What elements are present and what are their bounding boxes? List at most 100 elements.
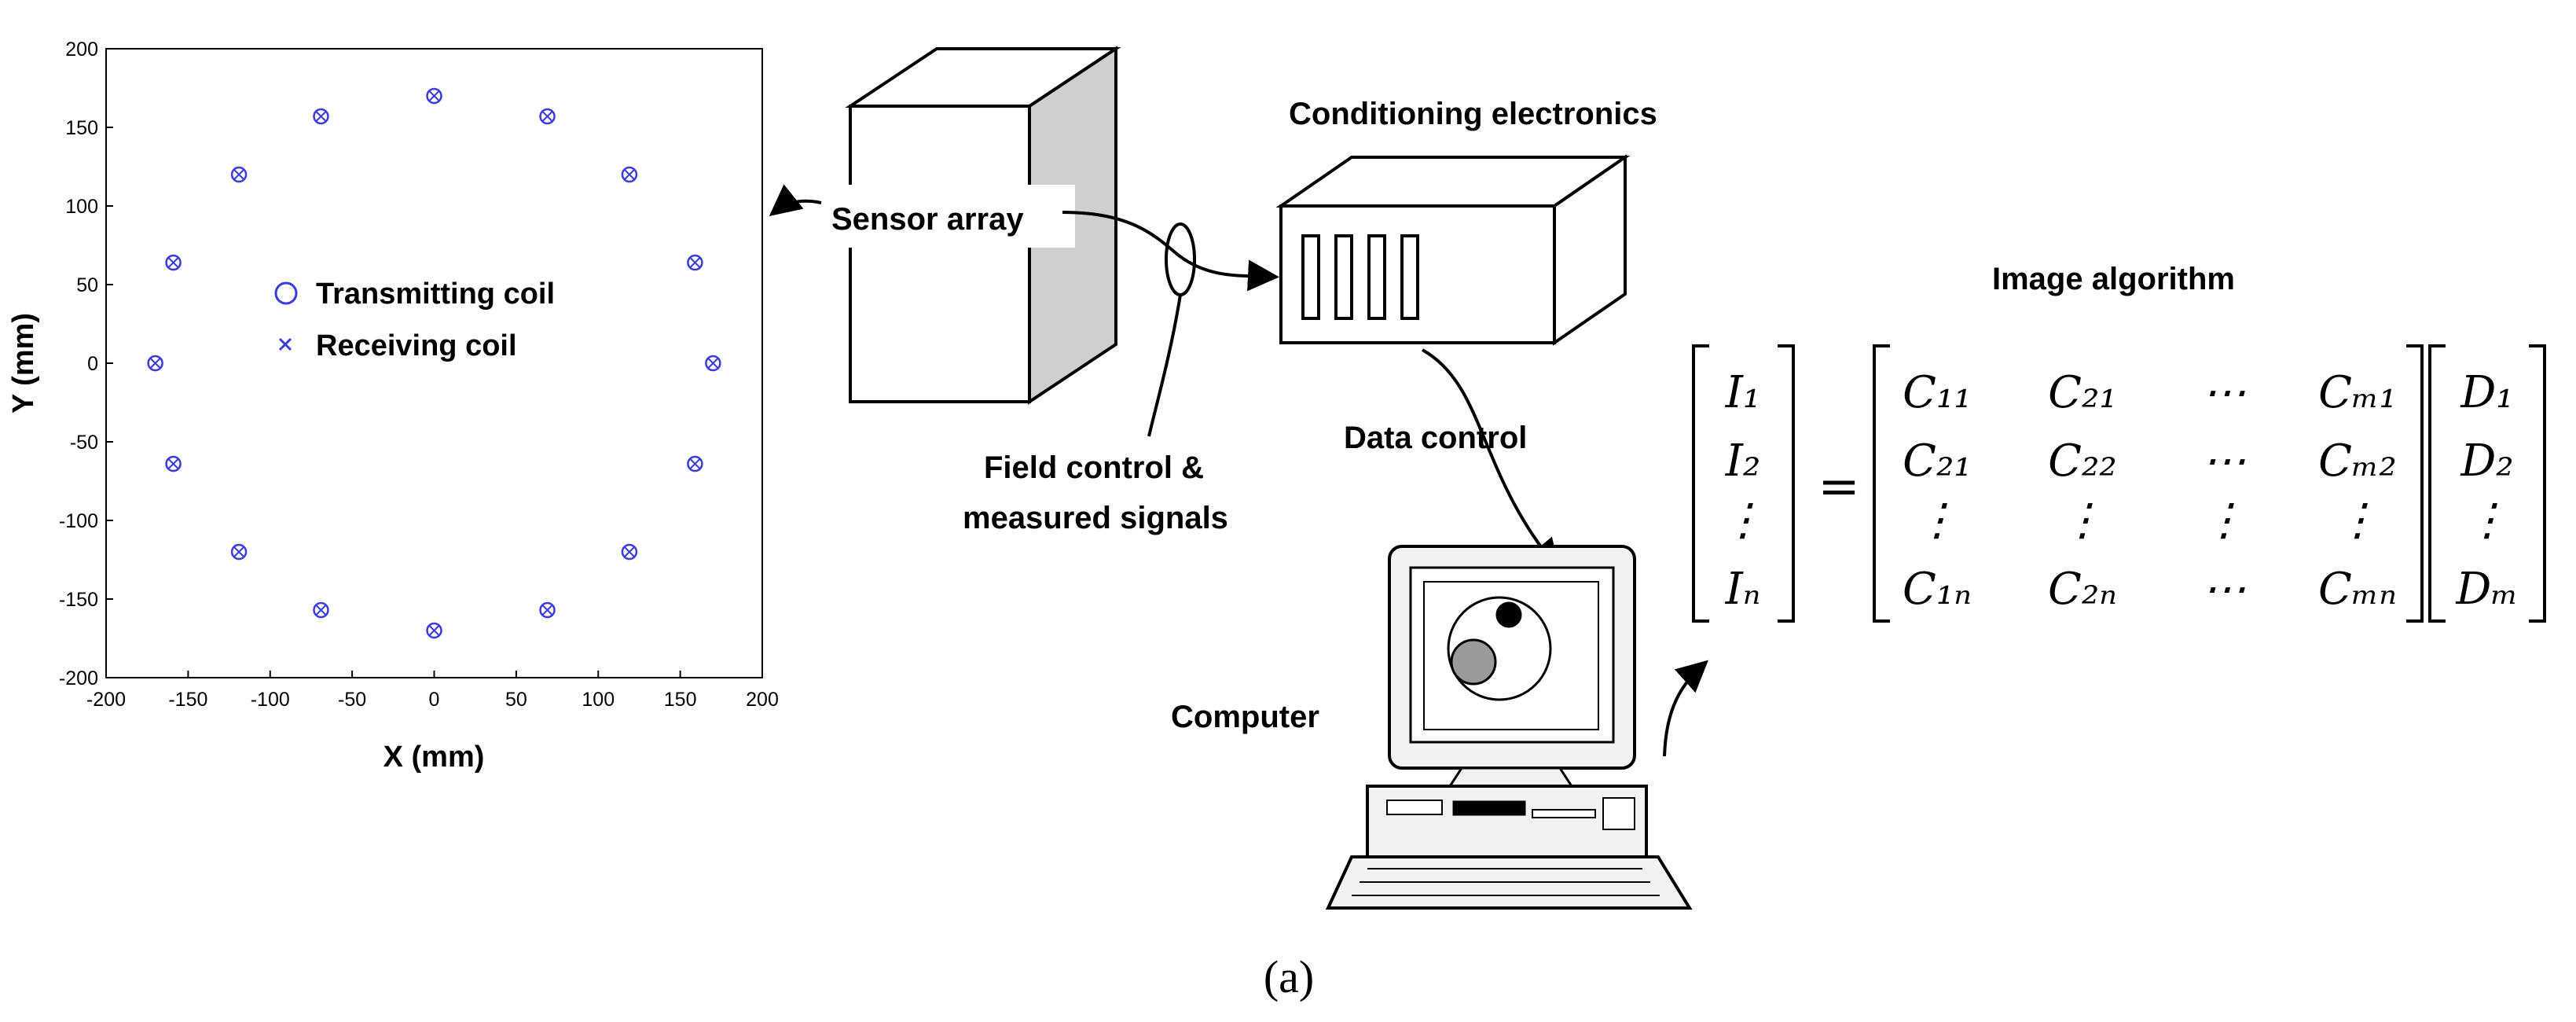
coil-marker [313, 601, 329, 619]
data-control-arrow [1422, 348, 1561, 572]
receiving-coil-point [149, 358, 161, 369]
conditioning-electronics-box [1275, 154, 1631, 346]
x-tick-label: -200 [86, 689, 126, 711]
x-tick-label: -100 [251, 689, 290, 711]
y-tick-label: 150 [65, 117, 98, 139]
transmitting-coil-point [687, 254, 703, 271]
x-tick-label: 50 [505, 689, 527, 711]
coil-marker [539, 601, 556, 619]
receiving-coil-point [428, 625, 440, 636]
lhs-entry: Iₙ [1725, 564, 1761, 615]
receiving-coil-point [315, 605, 327, 616]
receiving-coil-point [233, 546, 244, 557]
x-tick-label: -50 [338, 689, 366, 711]
receiving-coil-point [541, 111, 553, 122]
conditioning-electronics-label: Conditioning electronics [1289, 97, 1657, 131]
rhs-entry: ⋮ [2465, 494, 2509, 546]
x-axis-label: X (mm) [383, 741, 485, 774]
y-tick-label: -100 [59, 510, 98, 532]
matrix-cell: ⋮ [1915, 494, 1959, 546]
coil-marker [705, 355, 721, 372]
matrix-cell: Cₘ₂ [2318, 436, 2397, 487]
lhs-entry: I₂ [1725, 436, 1761, 487]
arrow-to-plot [769, 184, 822, 216]
rhs-entry: D₁ [2460, 367, 2513, 418]
computer-label: Computer [1171, 700, 1319, 734]
plot-frame [105, 48, 763, 678]
rhs-entry: D₂ [2460, 436, 2513, 487]
legend-cross-marker [278, 337, 292, 351]
lhs-entry: ⋮ [1721, 494, 1765, 546]
x-tick-label: 200 [746, 689, 779, 711]
matrix-cell: C₂₁ [2048, 367, 2117, 418]
x-tick-label: 100 [582, 689, 615, 711]
sensor-array-label: Sensor array [831, 202, 1024, 237]
transmitting-coil-point [539, 108, 556, 125]
transmitting-coil-point [313, 108, 329, 125]
y-tick-label: 200 [65, 39, 98, 61]
cable-coil-loop [1165, 222, 1196, 296]
y-tick-label: -150 [59, 589, 98, 611]
coil-marker [621, 166, 638, 183]
y-tick-label: 100 [65, 196, 98, 218]
transmitting-coil-point [230, 166, 248, 183]
y-tick-label: -200 [59, 667, 98, 689]
receiving-coil-point [167, 458, 179, 469]
matrix-cell: C₂ₙ [2048, 564, 2117, 615]
matrix-bracket-left [1873, 344, 1890, 623]
transmitting-coil-point [621, 166, 638, 183]
coil-marker [687, 254, 703, 271]
sensor-array-box [845, 46, 1121, 405]
transmitting-coil-point [165, 455, 182, 472]
coil-marker [621, 543, 638, 561]
plot-legend: Transmitting coil Receiving coil [274, 278, 555, 362]
receiving-coil-point [233, 169, 244, 180]
legend-transmitting-coil: Transmitting coil [316, 278, 555, 311]
receiving-coil-point [707, 358, 719, 369]
receiving-coil-point [167, 257, 179, 268]
transmitting-coil-point [313, 601, 329, 619]
rhs-bracket-left [2428, 344, 2446, 623]
rhs-entry: Dₘ [2455, 564, 2518, 615]
equals-sign: = [1818, 458, 1860, 516]
transmitting-coil-point [621, 543, 638, 561]
matrix-cell: Cₘₙ [2318, 564, 2397, 615]
receiving-coil-point [624, 169, 635, 180]
matrix-cell: ⋮ [2202, 494, 2246, 546]
transmitting-coil-point [687, 455, 703, 472]
receiving-coil-point [541, 605, 553, 616]
x-tick-label: 0 [429, 689, 440, 711]
y-axis-label: Y (mm) [7, 313, 40, 414]
y-tick-label: -50 [70, 432, 98, 454]
receiving-coil-point [315, 111, 327, 122]
transmitting-coil-point [147, 355, 163, 372]
transmitting-coil-point [426, 622, 442, 639]
matrix-cell: ⋯ [2202, 436, 2246, 487]
matrix-cell: ⋮ [2060, 494, 2104, 546]
coil-marker [687, 455, 703, 472]
transmitting-coil-point [165, 254, 182, 271]
transmitting-coil-point [230, 543, 248, 561]
coil-marker [165, 254, 182, 271]
transmitting-coil-point [539, 601, 556, 619]
lhs-bracket-left [1692, 344, 1709, 623]
matrix-cell: ⋮ [2336, 494, 2380, 546]
matrix-cell: ⋯ [2202, 564, 2246, 615]
legend-receiving-coil: Receiving coil [316, 329, 517, 362]
matrix-bracket-right [2406, 344, 2424, 623]
coil-marker [426, 622, 442, 639]
field-control-label-line2: measured signals [963, 501, 1228, 535]
matrix-cell: C₂₂ [2048, 436, 2117, 487]
receiving-coil-point [689, 458, 701, 469]
receiving-coil-point [428, 90, 440, 101]
data-control-label: Data control [1344, 421, 1527, 455]
matrix-cell: C₂₁ [1903, 436, 1972, 487]
coil-marker [230, 166, 248, 183]
matrix-cell: C₁ₙ [1903, 564, 1972, 615]
